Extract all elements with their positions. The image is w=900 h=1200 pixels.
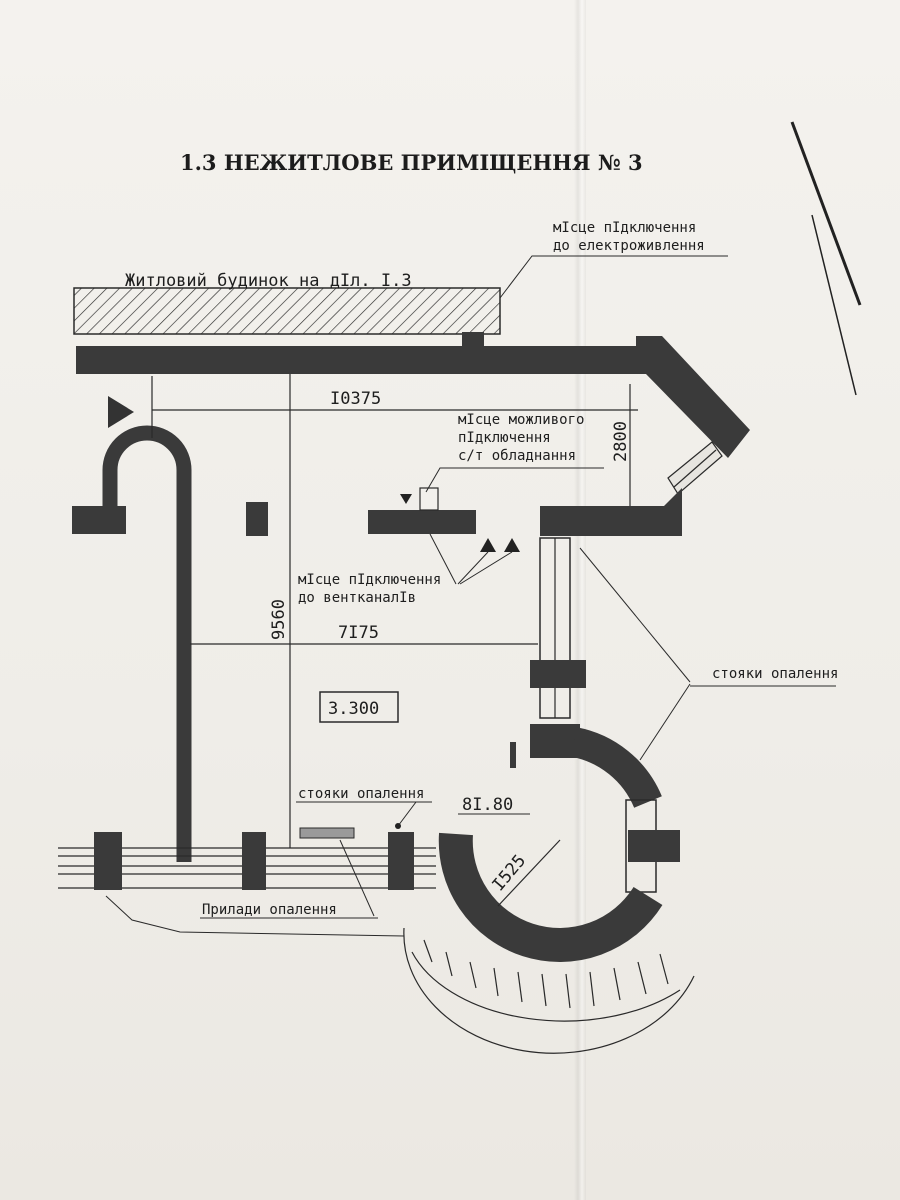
heating-devices-curve bbox=[105, 895, 405, 937]
heating-device-bar bbox=[299, 827, 355, 839]
possible-connection-label-2: пІдключення bbox=[458, 430, 551, 446]
page-title: 1.3 НЕЖИТЛОВЕ ПРИМІЩЕННЯ № 3 bbox=[180, 150, 643, 175]
wall-riser-stub bbox=[462, 332, 484, 350]
partition-wall-right bbox=[540, 488, 682, 536]
radius-line bbox=[497, 839, 561, 907]
room-area: 8I.80 bbox=[462, 795, 513, 815]
partition-wall-left bbox=[368, 510, 476, 534]
entrance-marker bbox=[108, 396, 134, 428]
pier-3 bbox=[628, 830, 680, 862]
pier-2 bbox=[530, 724, 580, 758]
vent-leader-3 bbox=[459, 551, 513, 585]
heating-devices-label: Прилади опалення bbox=[202, 902, 337, 918]
marker-triangle-3 bbox=[504, 538, 520, 552]
power-connection-label-2: до електроживлення bbox=[553, 238, 705, 254]
heating-risers-leader-1 bbox=[579, 547, 691, 683]
pen-mark bbox=[790, 121, 862, 306]
paper-fold bbox=[574, 0, 586, 1200]
residential-building-block bbox=[73, 287, 501, 335]
bottom-pier-2 bbox=[242, 832, 266, 890]
dim-height-right: 2800 bbox=[611, 421, 631, 462]
vent-leader-2 bbox=[457, 551, 489, 585]
marker-triangle-2 bbox=[480, 538, 496, 552]
pen-mark-2 bbox=[811, 214, 857, 396]
residential-building-label: Житловий будинок на дІл. І.3 bbox=[125, 271, 412, 291]
bay-window-line bbox=[673, 449, 717, 488]
bottom-pier-1 bbox=[94, 832, 122, 890]
radius-dim: I525 bbox=[489, 851, 531, 895]
left-wall-stub bbox=[72, 506, 126, 534]
room-height: 3.300 bbox=[328, 699, 379, 719]
possible-connection-leader bbox=[425, 467, 604, 493]
stair-steps bbox=[423, 939, 669, 1009]
bottom-pier-3 bbox=[388, 832, 414, 890]
possible-connection-label-1: мІсце можливого bbox=[458, 412, 584, 428]
vent-leader-1 bbox=[429, 533, 457, 585]
vent-connection-label-1: мІсце пІдключення bbox=[298, 572, 441, 588]
curved-wall-upper bbox=[570, 727, 662, 809]
column-small bbox=[246, 502, 268, 536]
heating-devices-leader bbox=[339, 839, 375, 917]
heating-risers-bottom-leader bbox=[397, 801, 417, 827]
stair-outer-arc bbox=[411, 951, 681, 1022]
riser-dot bbox=[395, 823, 401, 829]
room-height-box bbox=[319, 691, 399, 723]
heating-risers-bottom-label: стояки опалення bbox=[298, 786, 424, 802]
dim-width-top: I0375 bbox=[330, 389, 381, 409]
vent-connection-label-2: до вентканалІв bbox=[298, 590, 416, 606]
heating-risers-right-label: стояки опалення bbox=[712, 666, 838, 682]
marker-triangle-1 bbox=[400, 494, 412, 504]
pier-1 bbox=[530, 660, 586, 688]
vent-box bbox=[419, 487, 439, 511]
top-wall bbox=[76, 346, 650, 374]
left-arch-wall bbox=[102, 425, 192, 862]
riser-mark bbox=[510, 742, 516, 768]
right-angled-wall bbox=[636, 336, 750, 458]
power-connection-label-1: мІсце пІдключення bbox=[553, 220, 696, 236]
possible-connection-label-3: с/т обладнання bbox=[458, 448, 576, 464]
heating-risers-leader-2 bbox=[639, 683, 691, 761]
stair-inner-arc bbox=[403, 927, 695, 1054]
power-connection-leader bbox=[499, 255, 728, 299]
dim-height-left: 9560 bbox=[269, 599, 289, 640]
dim-width-middle: 7I75 bbox=[338, 623, 379, 643]
curved-stair-wall bbox=[438, 832, 663, 962]
